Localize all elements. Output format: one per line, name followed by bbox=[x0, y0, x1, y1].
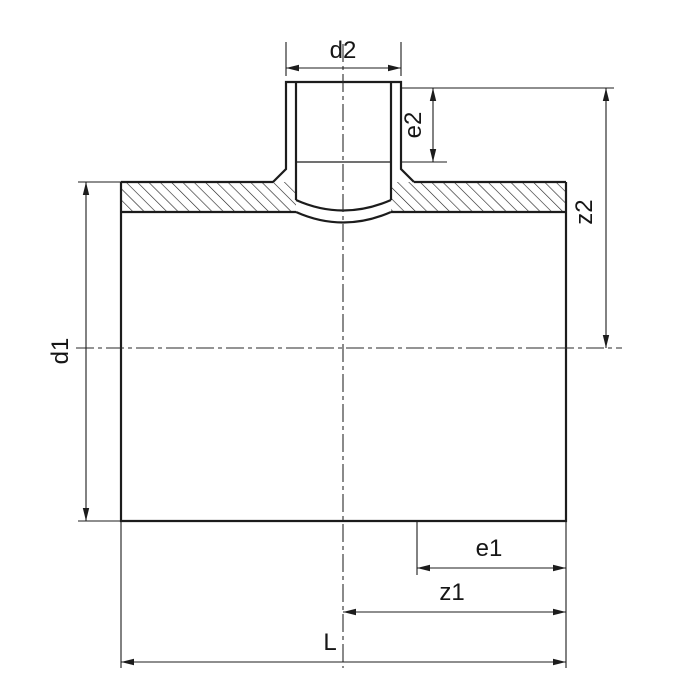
dim-label-d2: d2 bbox=[330, 37, 357, 64]
dim-label-e1: e1 bbox=[476, 535, 503, 562]
dimension-d2: d2 bbox=[285, 37, 402, 76]
centerlines bbox=[76, 44, 622, 668]
L-arrow-left bbox=[121, 658, 134, 666]
e2-arrow-bottom bbox=[429, 149, 437, 162]
dimension-e2: e2 bbox=[400, 87, 614, 163]
d2-arrow-left bbox=[286, 64, 299, 72]
z1-arrow-left bbox=[343, 608, 356, 616]
d1-arrow-top bbox=[82, 182, 90, 195]
d1-arrow-bottom bbox=[82, 508, 90, 521]
z2-arrow-top bbox=[602, 88, 610, 101]
dimension-d1: d1 bbox=[47, 181, 121, 522]
e1-arrow-right bbox=[553, 564, 566, 572]
e1-arrow-left bbox=[417, 564, 430, 572]
d1-extension-lines bbox=[78, 181, 121, 522]
dimension-z2: z2 bbox=[571, 88, 610, 348]
e2-arrow-top bbox=[429, 88, 437, 101]
dim-label-z1: z1 bbox=[439, 579, 464, 606]
saddle-arc-lower bbox=[295, 210, 392, 224]
dim-label-e2: e2 bbox=[400, 112, 427, 139]
dimension-L: L bbox=[120, 521, 567, 668]
d2-extension-lines bbox=[285, 42, 402, 76]
body-outline bbox=[119, 182, 568, 523]
dimension-e1: e1 bbox=[416, 521, 566, 575]
dimension-z1: z1 bbox=[343, 579, 566, 616]
dim-label-d1: d1 bbox=[47, 338, 74, 365]
z2-arrow-bottom bbox=[602, 335, 610, 348]
dim-label-z2: z2 bbox=[571, 199, 598, 224]
L-extension-lines bbox=[120, 521, 567, 668]
z1-arrow-right bbox=[553, 608, 566, 616]
branch-bore-walls bbox=[294, 82, 393, 200]
L-arrow-right bbox=[553, 658, 566, 666]
dim-label-L: L bbox=[323, 629, 336, 656]
d2-arrow-right bbox=[388, 64, 401, 72]
